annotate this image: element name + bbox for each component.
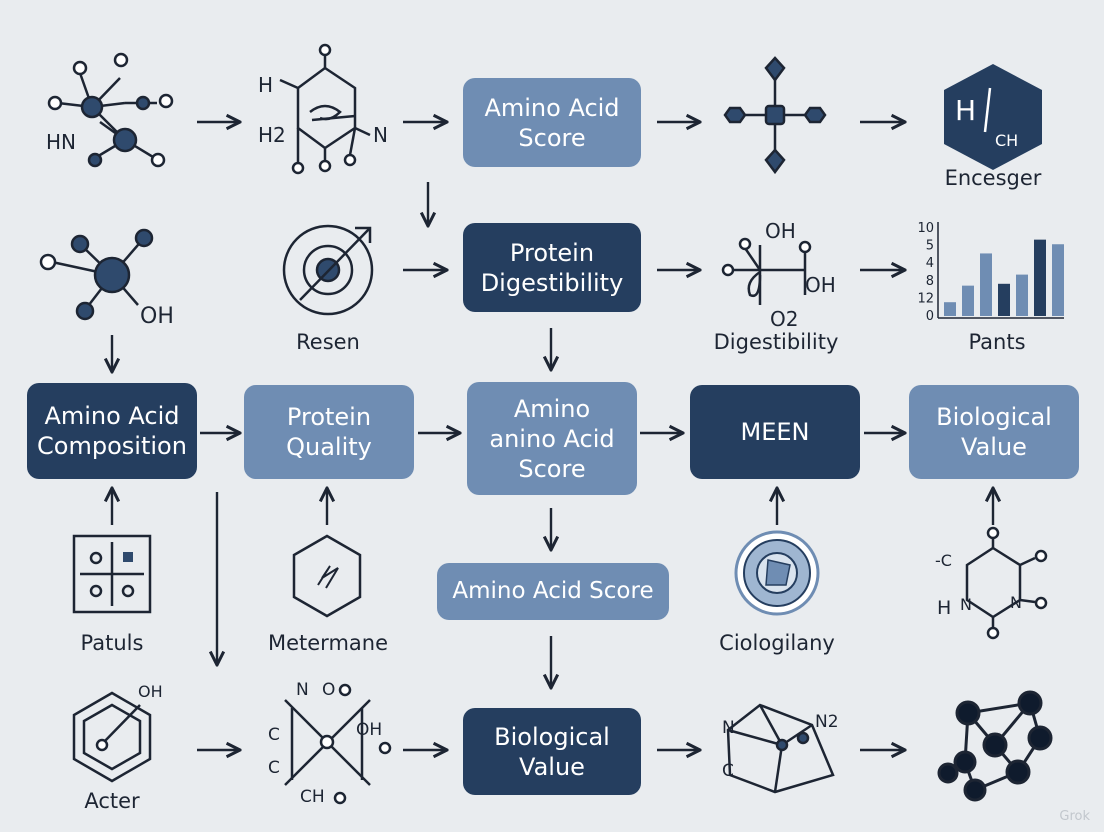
box-line: Value bbox=[961, 433, 1027, 461]
box-amino-acid-score-pill: Amino Acid Score bbox=[437, 563, 669, 620]
n-ring-text: N bbox=[296, 680, 309, 700]
box-line: Score bbox=[518, 454, 586, 483]
cross-molecule-icon bbox=[723, 56, 827, 175]
chart-tick-label: 12 bbox=[917, 291, 934, 306]
box-line: Biological bbox=[936, 403, 1052, 431]
chart-bar bbox=[962, 285, 974, 316]
box-line: Amino Acid Score bbox=[452, 578, 654, 605]
hexagon-badge-icon bbox=[944, 64, 1042, 170]
label-encesger: Encesger bbox=[944, 166, 1042, 190]
arrows bbox=[112, 122, 993, 750]
h-bottom-text: H bbox=[937, 597, 951, 619]
chart-tick-label: 4 bbox=[926, 256, 934, 271]
box-line: Amino Acid bbox=[44, 402, 180, 430]
c-b-text: C bbox=[268, 758, 280, 778]
molecule-hn-icon bbox=[47, 52, 174, 168]
box-line: Value bbox=[519, 752, 585, 781]
label-pants: Pants bbox=[968, 330, 1026, 354]
chart-bar bbox=[998, 283, 1010, 316]
grid-square-icon bbox=[72, 534, 152, 614]
acter-icon bbox=[72, 691, 152, 783]
box-line: Composition bbox=[37, 432, 187, 460]
bar-chart: 10 5 4 8 12 0 bbox=[917, 221, 1064, 324]
molecule-oh-icon bbox=[39, 228, 154, 321]
c-a-text: C bbox=[268, 725, 280, 745]
n1-text: N bbox=[960, 595, 972, 614]
box-line: Amino bbox=[513, 394, 591, 423]
n-top-text: N bbox=[373, 123, 388, 147]
box-meen: MEEN bbox=[690, 385, 860, 479]
ciologilany-icon bbox=[734, 530, 820, 616]
label-digestibility: Digestibility bbox=[713, 330, 839, 354]
label-metermane: Metermane bbox=[267, 631, 389, 655]
label-resen: Resen bbox=[296, 330, 360, 354]
box-line: Digestibility bbox=[480, 268, 624, 297]
oh-dig-top-text: OH bbox=[765, 219, 796, 243]
o-ring-text: O bbox=[322, 680, 335, 700]
box-line: Protein bbox=[286, 403, 372, 431]
oh-dig-right-text: OH bbox=[805, 273, 836, 297]
ch-ring-text: CH bbox=[300, 787, 325, 807]
box-line: Biological bbox=[494, 722, 610, 751]
ring-molecule-icon bbox=[279, 43, 371, 175]
chart-bar bbox=[1016, 274, 1028, 316]
box-line: MEEN bbox=[740, 418, 810, 446]
chart-bar bbox=[944, 302, 956, 316]
h-top-text: H bbox=[258, 73, 273, 97]
o2-text: O2 bbox=[770, 307, 798, 331]
target-icon bbox=[282, 224, 374, 316]
label-patuls: Patuls bbox=[80, 631, 144, 655]
chart-tick-label: 8 bbox=[926, 274, 934, 289]
oh-mid-text: OH bbox=[140, 304, 174, 329]
box-line: Quality bbox=[286, 433, 372, 461]
ch-text: CH bbox=[995, 131, 1018, 150]
h2-text: H2 bbox=[258, 123, 286, 147]
n-label-text: N bbox=[722, 718, 735, 738]
cross-ring-molecule-icon bbox=[284, 683, 392, 805]
hn-text: HN bbox=[46, 130, 76, 154]
pyrimidine-icon bbox=[965, 526, 1048, 640]
box-line: Score bbox=[518, 123, 586, 152]
digestibility-molecule-icon bbox=[721, 237, 812, 305]
box-line: Amino Acid bbox=[484, 93, 620, 122]
n2-text: N bbox=[1010, 593, 1022, 612]
chart-tick-label: 10 bbox=[917, 221, 934, 236]
chart-bar bbox=[1052, 244, 1064, 316]
oh-acter-text: OH bbox=[138, 682, 163, 701]
n2-label-text: N2 bbox=[815, 712, 839, 732]
oh-ring-text: OH bbox=[356, 720, 382, 740]
label-acter: Acter bbox=[84, 789, 140, 813]
h-slash-text: H bbox=[955, 94, 976, 127]
chart-bar bbox=[1034, 239, 1046, 316]
chart-tick-label: 0 bbox=[926, 309, 934, 324]
lattice-molecule-icon bbox=[937, 690, 1053, 802]
label-ciologilany: Ciologilany bbox=[719, 631, 835, 655]
box-line: Protein bbox=[509, 238, 595, 267]
chart-tick-label: 5 bbox=[926, 239, 934, 254]
hexagon-bolt-icon bbox=[292, 534, 362, 618]
cube-molecule-icon bbox=[726, 703, 835, 794]
c-minus-text: -C bbox=[935, 551, 952, 570]
box-line: anino Acid bbox=[489, 424, 615, 453]
c-label-text: C bbox=[722, 761, 734, 781]
watermark-text: Grok bbox=[1059, 809, 1090, 824]
chart-bar bbox=[980, 253, 992, 316]
